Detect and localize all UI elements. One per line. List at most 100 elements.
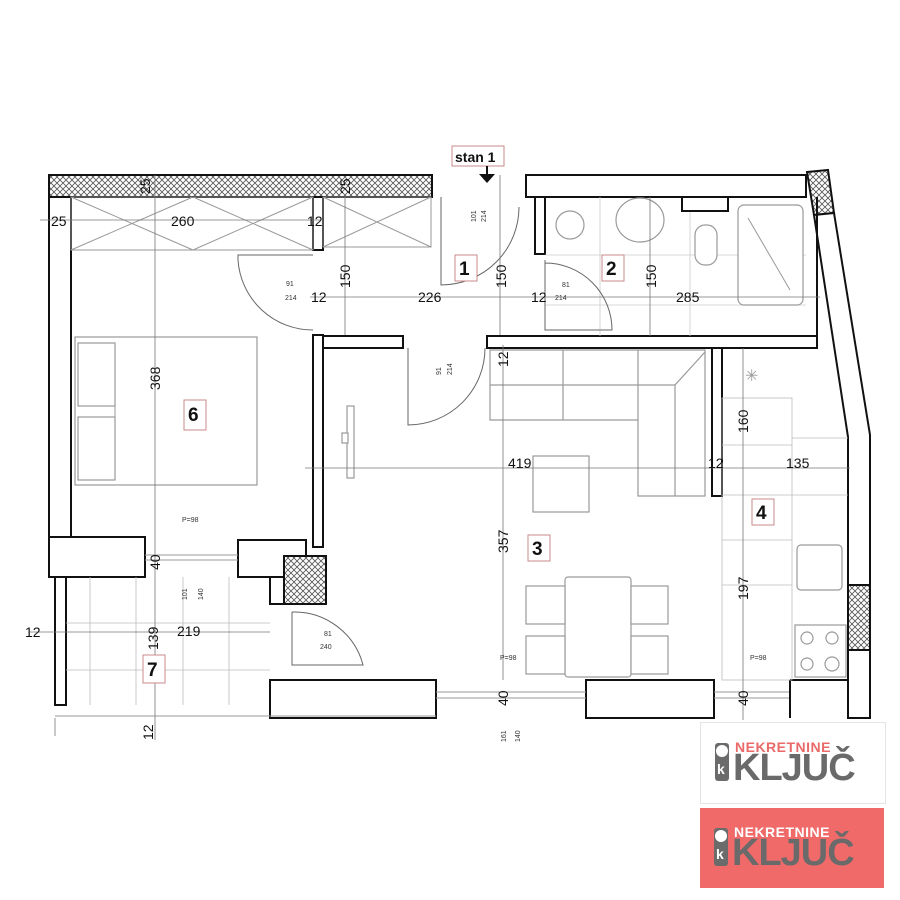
coffee-table (532, 455, 590, 513)
kitchen-partition (711, 347, 723, 497)
svg-text:25: 25 (51, 213, 67, 229)
svg-text:P=98: P=98 (500, 655, 517, 662)
svg-text:160: 160 (735, 409, 751, 433)
light-icon: ✳ (745, 368, 758, 385)
doors (237, 197, 613, 666)
svg-text:135: 135 (786, 455, 810, 471)
right-hatch-lower (847, 584, 871, 651)
svg-text:12: 12 (708, 455, 724, 471)
svg-text:12: 12 (531, 289, 547, 305)
svg-text:25: 25 (137, 178, 153, 194)
svg-text:40: 40 (495, 690, 511, 706)
bedroom-partition (312, 334, 324, 548)
svg-text:12: 12 (311, 289, 327, 305)
hatched-column (283, 555, 327, 605)
svg-text:4: 4 (756, 503, 767, 524)
svg-text:40: 40 (147, 554, 163, 570)
svg-text:12: 12 (25, 624, 41, 640)
sink (615, 197, 665, 243)
bath-partition (534, 196, 546, 255)
logo-main-text: KLJUČ (733, 747, 856, 789)
logo-top-text: NEKRETNINE (734, 824, 831, 840)
room-label-2: 2 (601, 254, 625, 282)
living-top-wall-left (322, 335, 404, 349)
left-exterior-wall (48, 196, 72, 538)
washer (555, 210, 585, 240)
svg-text:140: 140 (198, 588, 205, 600)
svg-text:2: 2 (606, 259, 617, 280)
svg-text:357: 357 (495, 529, 511, 553)
svg-text:368: 368 (147, 366, 163, 390)
svg-text:7: 7 (147, 660, 158, 681)
room-label-6: 6 (183, 399, 207, 431)
dimension-labels: 25 25 25 260 12 12 150 226 12 150 150 28… (25, 178, 810, 740)
svg-text:81: 81 (562, 282, 570, 289)
svg-text:214: 214 (555, 295, 567, 302)
logo-top-text: NEKRETNINE (735, 739, 832, 755)
room-label-7: 7 (142, 654, 166, 684)
right-top-hatch (805, 168, 836, 217)
cooktop (794, 624, 847, 678)
bath-bottom-wall (486, 335, 818, 349)
svg-text:40: 40 (735, 690, 751, 706)
svg-text:stan 1: stan 1 (455, 149, 496, 165)
key-icon: k (714, 828, 728, 866)
living-bottom-wall-left (269, 679, 437, 719)
svg-text:12: 12 (307, 213, 323, 229)
svg-text:101: 101 (182, 588, 189, 600)
toilet-tank (681, 196, 729, 212)
svg-text:12: 12 (140, 724, 156, 740)
logo-main-text: KLJUČ (732, 832, 855, 874)
sofa (489, 349, 706, 497)
key-icon: k (715, 743, 729, 781)
svg-text:260: 260 (171, 213, 195, 229)
svg-text:1: 1 (459, 259, 470, 280)
living-bottom-wall-right (585, 679, 715, 719)
bed (74, 336, 258, 486)
svg-text:3: 3 (532, 539, 543, 560)
svg-text:285: 285 (676, 289, 700, 305)
svg-text:214: 214 (447, 363, 454, 375)
svg-text:214: 214 (481, 210, 488, 222)
shower (737, 204, 804, 306)
svg-text:140: 140 (515, 730, 522, 742)
dining-set (525, 576, 669, 678)
toilet (694, 224, 718, 266)
bath-top-wall (525, 174, 807, 198)
entrance-arrow-icon (479, 174, 495, 183)
svg-text:197: 197 (735, 576, 751, 600)
svg-text:6: 6 (188, 405, 199, 426)
svg-text:150: 150 (337, 264, 353, 288)
kitchen-sink (796, 544, 843, 591)
svg-text:226: 226 (418, 289, 442, 305)
svg-text:419: 419 (508, 455, 532, 471)
svg-text:219: 219 (177, 623, 201, 639)
svg-text:150: 150 (643, 264, 659, 288)
wardrobe (70, 196, 432, 251)
svg-text:101: 101 (471, 210, 478, 222)
top-exterior-wall (48, 174, 433, 198)
svg-text:12: 12 (495, 351, 511, 367)
brand-logo-white: k NEKRETNINE KLJUČ (700, 722, 886, 804)
bedroom-bottom-wall-left (48, 536, 146, 578)
svg-text:139: 139 (145, 626, 161, 650)
room-label-4: 4 (751, 498, 775, 526)
room-label-1: 1 (454, 254, 478, 282)
svg-text:P=98: P=98 (750, 655, 767, 662)
svg-text:91: 91 (286, 281, 294, 288)
kitchen-counter (721, 397, 848, 681)
balcony-tiles (66, 577, 270, 705)
svg-text:81: 81 (324, 631, 332, 638)
svg-text:P=98: P=98 (182, 517, 199, 524)
svg-text:25: 25 (337, 178, 353, 194)
svg-text:161: 161 (501, 730, 508, 742)
svg-text:214: 214 (285, 295, 297, 302)
dimension-lines (30, 175, 850, 740)
entrance-marker: stan 1 (451, 145, 505, 183)
svg-text:91: 91 (436, 367, 443, 375)
room-label-3: 3 (527, 534, 551, 562)
balcony-rail (54, 576, 67, 706)
svg-text:240: 240 (320, 644, 332, 651)
svg-text:150: 150 (493, 264, 509, 288)
